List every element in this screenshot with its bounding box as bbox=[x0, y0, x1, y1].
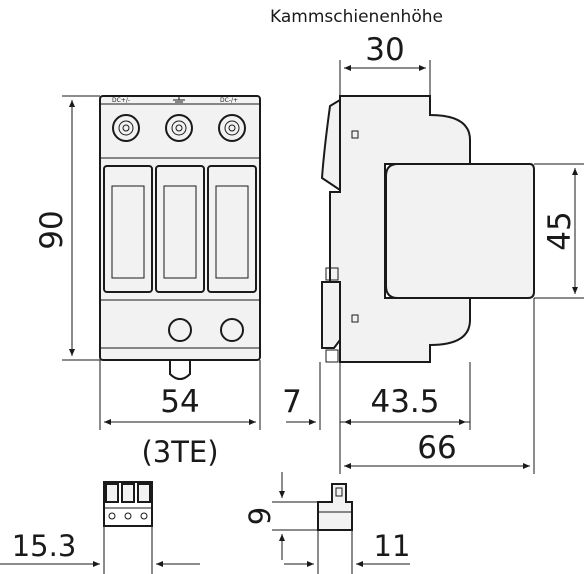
total-depth-value: 66 bbox=[417, 430, 456, 466]
plug-height-value: 9 bbox=[243, 507, 277, 525]
side-view bbox=[320, 95, 535, 363]
plug-front-view bbox=[103, 481, 153, 527]
earth-icon bbox=[173, 96, 185, 103]
busbar-height-label: Kammschienenhöhe bbox=[270, 7, 443, 27]
offset-value: 7 bbox=[282, 384, 302, 420]
dim-plug-depth: 11 bbox=[284, 529, 410, 574]
dim-depth: 7 43.5 66 bbox=[282, 298, 535, 474]
dim-pitch: 15.3 bbox=[0, 526, 200, 574]
screw-terminal-icon bbox=[218, 114, 246, 142]
width-value: 54 bbox=[160, 384, 199, 420]
front-view: DC+/- DC-/+ bbox=[99, 95, 261, 380]
terminal-right-label: DC-/+ bbox=[220, 97, 238, 104]
dim-plug-height: 9 bbox=[243, 472, 318, 560]
plug-depth-value: 11 bbox=[374, 529, 411, 563]
module-height-value: 45 bbox=[542, 211, 578, 250]
dim-width: 54 (3TE) bbox=[99, 360, 261, 469]
pitch-value: 15.3 bbox=[12, 529, 77, 563]
screw-terminal-icon bbox=[112, 114, 140, 142]
indicator-window-icon bbox=[220, 318, 244, 342]
units-value: (3TE) bbox=[141, 435, 218, 469]
dim-module-height: 45 bbox=[534, 163, 584, 299]
module-depth-value: 43.5 bbox=[370, 384, 439, 420]
screw-terminal-icon bbox=[165, 114, 193, 142]
plug-side-view bbox=[317, 483, 353, 531]
indicator-window-icon bbox=[168, 318, 192, 342]
dim-height: 90 bbox=[34, 95, 100, 361]
busbar-value: 30 bbox=[365, 32, 404, 68]
dim-busbar: 30 bbox=[339, 32, 431, 96]
terminal-left-label: DC+/- bbox=[112, 97, 130, 104]
height-value: 90 bbox=[34, 210, 70, 249]
